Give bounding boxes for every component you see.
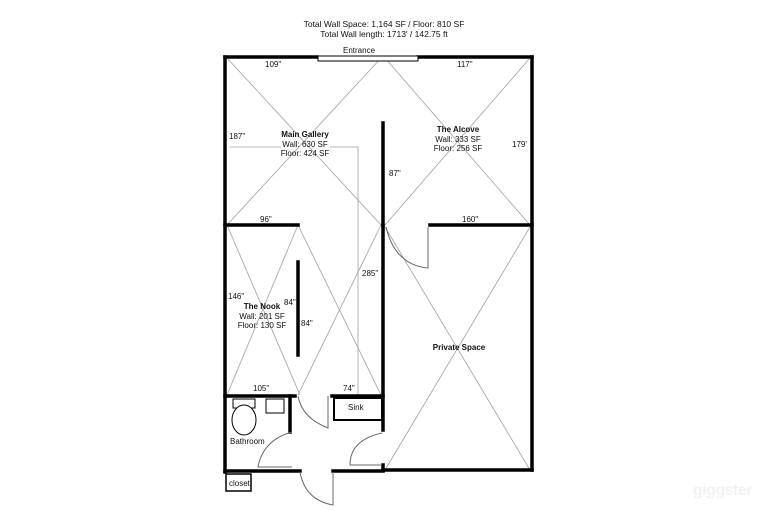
summary-line-1: Total Wall Space: 1,164 SF / Floor: 810 …	[303, 19, 465, 29]
room-name: The Alcove	[436, 125, 480, 134]
dim-179: 179'	[512, 140, 527, 149]
room-wall: Wall: 630 SF	[282, 139, 328, 149]
room-diagonals	[226, 57, 531, 471]
room-name: The Nook	[243, 302, 281, 311]
room-name: Private Space	[432, 343, 486, 352]
toilet-fixture	[231, 398, 285, 436]
room-private-space: Private Space	[433, 343, 485, 353]
walls	[223, 55, 534, 474]
room-name: Main Gallery	[281, 130, 329, 139]
room-alcove: The Alcove Wall: 333 SF Floor: 256 SF	[434, 125, 482, 154]
dim-187: 187"	[229, 132, 246, 141]
room-main-gallery: Main Gallery Wall: 630 SF Floor: 424 SF	[281, 130, 329, 159]
room-floor: Floor: 256 SF	[433, 144, 483, 153]
closet-box	[225, 473, 252, 492]
room-nook: The Nook Wall: 201 SF Floor: 130 SF	[238, 302, 286, 331]
door-swings	[257, 226, 429, 506]
dim-109: 109"	[265, 60, 282, 69]
room-wall: Wall: 333 SF	[435, 134, 481, 144]
dim-160: 160"	[462, 215, 479, 224]
sink-fixture	[333, 397, 383, 421]
room-bathroom-label: Bathroom	[230, 437, 265, 446]
summary-line-2: Total Wall length: 1713' / 142.75 ft	[320, 29, 448, 39]
room-closet-label: closet	[229, 479, 250, 488]
dim-96: 96"	[260, 215, 272, 224]
dim-84-left: 84"	[284, 298, 296, 307]
dim-74: 74"	[343, 384, 355, 393]
sink-label: Sink	[348, 403, 364, 412]
dim-105: 105"	[253, 384, 270, 393]
entrance-opening	[317, 55, 419, 62]
dim-84-right: 84"	[301, 319, 313, 328]
giggster-watermark: giggster	[692, 482, 753, 499]
entrance-label: Entrance	[343, 46, 376, 55]
dim-285: 285"	[362, 269, 379, 278]
room-wall: Wall: 201 SF	[239, 311, 285, 321]
dim-117: 117"	[457, 60, 473, 69]
room-floor: Floor: 424 SF	[280, 149, 330, 158]
dim-146: 146"	[228, 292, 245, 301]
dim-87: 87"	[389, 169, 401, 178]
room-floor: Floor: 130 SF	[237, 321, 287, 330]
